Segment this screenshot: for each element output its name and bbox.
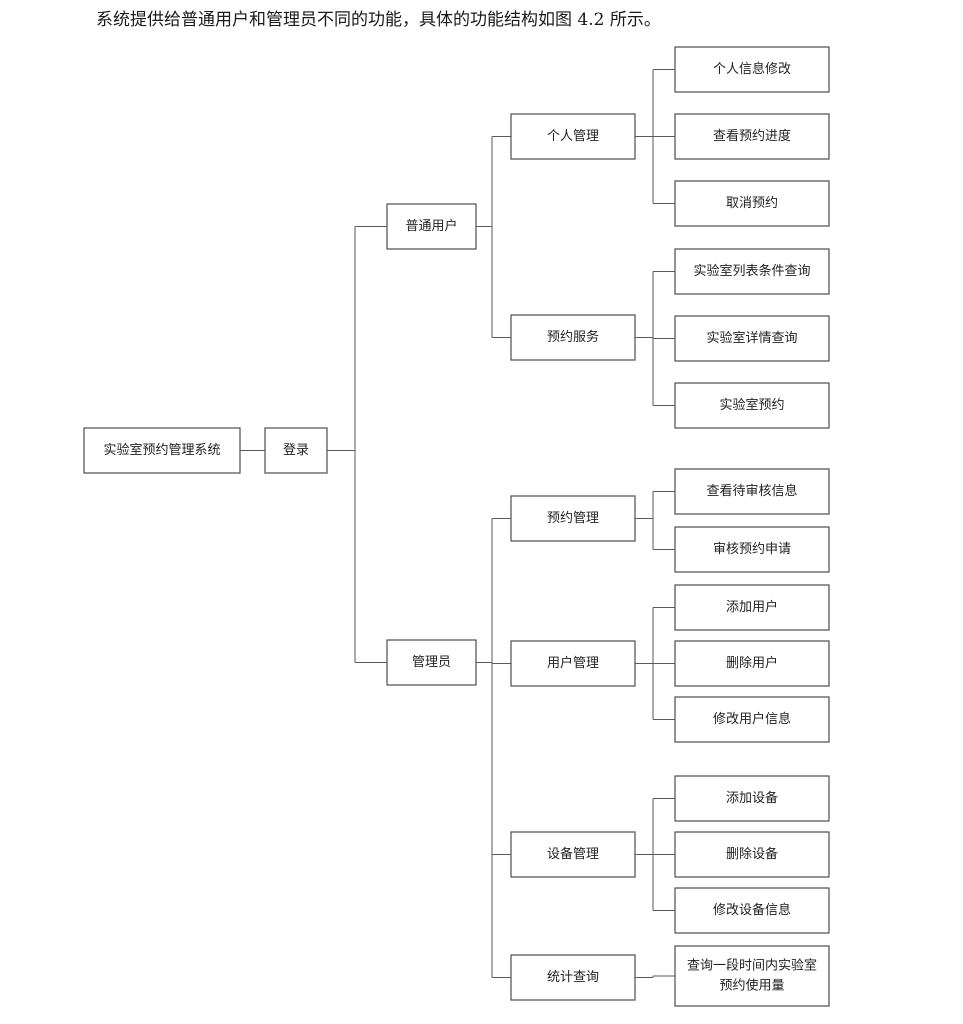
node-booking-mgmt: 预约管理 (510, 495, 636, 542)
node-add-device: 添加设备 (674, 775, 830, 822)
node-admin: 管理员 (386, 639, 477, 686)
node-box (674, 315, 830, 362)
node-box (674, 526, 830, 573)
node-label: 实验室列表条件查询 (693, 263, 810, 279)
node-add-user: 添加用户 (674, 584, 830, 631)
node-label: 登录 (283, 443, 309, 458)
node-label: 预约使用量 (719, 978, 784, 994)
node-box (674, 382, 830, 429)
node-label: 查看待审核信息 (706, 483, 797, 499)
node-box (386, 639, 477, 686)
node-box (510, 495, 636, 542)
node-delete-device: 删除设备 (674, 831, 830, 878)
node-label: 修改设备信息 (713, 902, 791, 918)
node-device-mgmt: 设备管理 (510, 831, 636, 878)
node-box (510, 113, 636, 160)
node-box (510, 640, 636, 687)
node-label: 查看预约进度 (713, 128, 791, 144)
node-review-request: 审核预约申请 (674, 526, 830, 573)
node-box (674, 775, 830, 822)
node-label: 预约管理 (547, 511, 599, 526)
node-box (510, 314, 636, 361)
node-label: 实验室预约 (719, 397, 784, 413)
node-lab-detail-query: 实验室详情查询 (674, 315, 830, 362)
node-label: 预约服务 (547, 329, 599, 345)
node-box (674, 696, 830, 743)
node-personal: 个人管理 (510, 113, 636, 160)
node-box (674, 46, 830, 93)
node-box (674, 887, 830, 934)
node-login: 登录 (264, 427, 328, 474)
diagram-edges (240, 69, 675, 978)
node-label: 添加用户 (726, 599, 778, 615)
node-edit-user-info: 修改用户信息 (674, 696, 830, 743)
node-system: 实验室预约管理系统 (83, 427, 241, 474)
node-view-progress: 查看预约进度 (674, 113, 830, 160)
intro-paragraph: 系统提供给普通用户和管理员不同的功能，具体的功能结构如图 4.2 所示。 (96, 10, 661, 30)
node-label: 审核预约申请 (713, 542, 791, 557)
node-label: 普通用户 (405, 218, 457, 234)
node-label: 删除用户 (726, 655, 778, 671)
node-edit-profile: 个人信息修改 (674, 46, 830, 93)
node-box (83, 427, 241, 474)
node-cancel-booking: 取消预约 (674, 180, 830, 227)
node-box (674, 831, 830, 878)
node-label: 添加设备 (726, 790, 778, 806)
node-label: 个人信息修改 (713, 61, 791, 77)
node-lab-booking: 实验室预约 (674, 382, 830, 429)
node-edit-device-info: 修改设备信息 (674, 887, 830, 934)
node-box (674, 640, 830, 687)
node-box (674, 945, 830, 1007)
node-box (674, 584, 830, 631)
node-box (674, 468, 830, 515)
node-box (510, 954, 636, 1001)
node-user-mgmt: 用户管理 (510, 640, 636, 687)
node-label: 用户管理 (547, 655, 599, 671)
node-box (264, 427, 328, 474)
node-lab-list-query: 实验室列表条件查询 (674, 248, 830, 295)
node-label: 管理员 (412, 655, 451, 670)
node-user: 普通用户 (386, 203, 477, 250)
node-label: 统计查询 (547, 970, 599, 985)
node-label: 实验室预约管理系统 (103, 442, 220, 458)
node-view-pending: 查看待审核信息 (674, 468, 830, 515)
node-box (674, 113, 830, 160)
node-label: 实验室详情查询 (706, 330, 797, 346)
node-delete-user: 删除用户 (674, 640, 830, 687)
node-box (674, 248, 830, 295)
node-label: 设备管理 (547, 846, 599, 862)
node-stats-query: 统计查询 (510, 954, 636, 1001)
node-label: 删除设备 (726, 846, 778, 862)
node-label: 查询一段时间内实验室 (687, 958, 817, 974)
node-label: 取消预约 (726, 196, 778, 211)
node-box (386, 203, 477, 250)
node-booking-service: 预约服务 (510, 314, 636, 361)
node-label: 修改用户信息 (713, 711, 791, 727)
node-box (674, 180, 830, 227)
node-label: 个人管理 (547, 129, 599, 144)
node-box (510, 831, 636, 878)
